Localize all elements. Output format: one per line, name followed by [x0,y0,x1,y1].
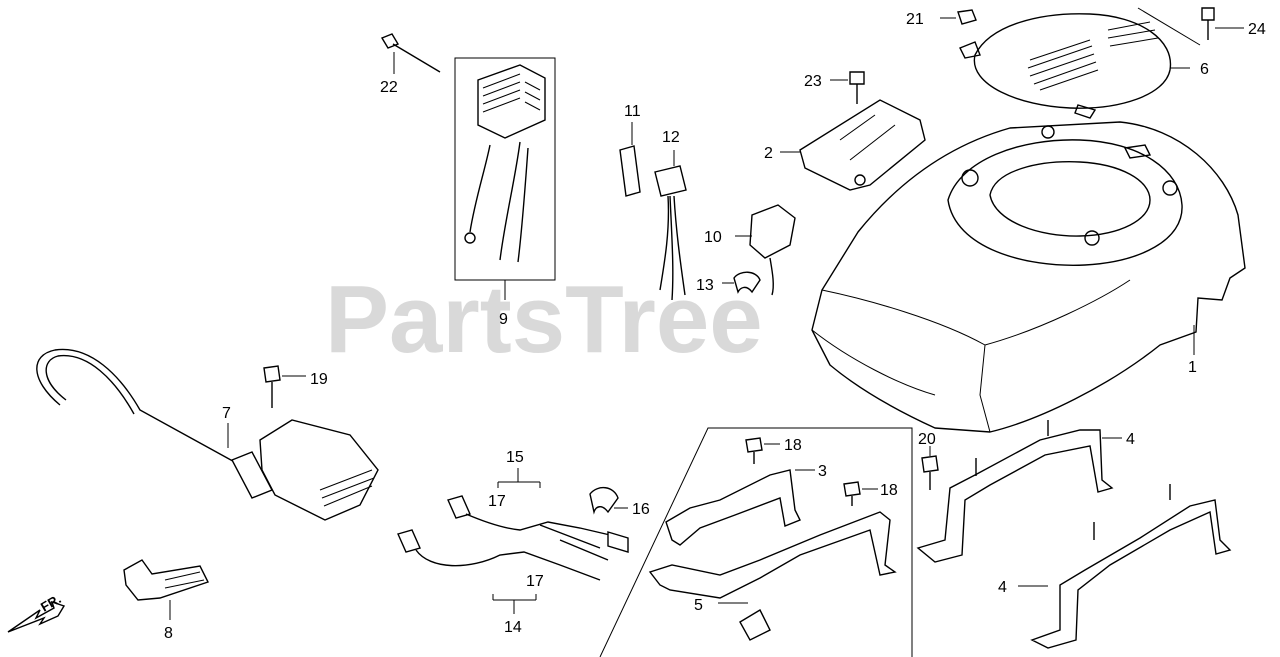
callout-4-lower: 4 [998,579,1007,596]
callout-6: 6 [1200,61,1209,78]
bracket-part-4-upper[interactable] [916,420,1122,563]
bolt-part-24[interactable] [1201,7,1244,40]
rectifier-part-9[interactable] [454,57,556,300]
switch-part-10[interactable] [735,204,796,296]
callout-11: 11 [624,103,641,120]
callout-2: 2 [764,145,773,162]
callout-9: 9 [499,311,508,328]
bolt-part-19[interactable] [263,365,306,408]
callout-22: 22 [380,79,398,96]
callout-7: 7 [222,405,231,422]
clip-part-16[interactable] [589,487,628,515]
callout-17-upper: 17 [488,493,506,510]
callout-24: 24 [1248,21,1266,38]
callout-15: 15 [506,449,524,466]
callout-19: 19 [310,371,328,388]
screw-part-18-lower[interactable] [843,481,878,506]
bolt-part-22[interactable] [380,33,441,74]
fan-cover-part[interactable] [811,121,1246,433]
plug-cap-part-8[interactable] [123,559,209,620]
callout-5: 5 [694,597,703,614]
callout-20: 20 [918,431,936,448]
terminal-part-11[interactable] [619,122,641,197]
callout-18-upper: 18 [784,437,802,454]
callout-13: 13 [696,277,714,294]
front-direction-label: FR. [38,591,64,614]
callout-14: 14 [504,619,522,636]
screw-part-18-upper[interactable] [745,437,780,464]
callout-8: 8 [164,625,173,642]
bracket-part-3[interactable] [665,469,815,546]
bracket-part-4-lower[interactable] [1018,484,1232,649]
clip-part-13[interactable] [722,271,761,294]
callout-10: 10 [704,229,722,246]
callout-16: 16 [632,501,650,518]
callout-4-upper: 4 [1126,431,1135,448]
front-direction-marker: FR. [7,591,66,633]
callout-17-lower: 17 [526,573,544,590]
callout-23: 23 [804,73,822,90]
watermark-text: PartsTree [325,266,763,373]
bracket-part-2[interactable] [780,99,926,191]
callout-21: 21 [906,11,924,28]
bolt-part-23[interactable] [830,71,865,104]
connector-part-12[interactable] [654,150,687,301]
ignition-coil-part-7[interactable] [36,348,379,521]
wire-harness-part-14[interactable] [397,529,601,614]
bracket-group-box [599,427,913,657]
callout-3: 3 [818,463,827,480]
nut-part-21[interactable] [940,9,977,25]
bolt-part-20[interactable] [921,446,939,490]
wire-harness-part-15[interactable] [447,468,629,561]
callout-1: 1 [1188,359,1197,376]
callout-12: 12 [662,129,680,146]
callout-18-lower: 18 [880,482,898,499]
bracket-part-5[interactable] [648,511,897,641]
cover-plate-part[interactable] [959,7,1201,119]
